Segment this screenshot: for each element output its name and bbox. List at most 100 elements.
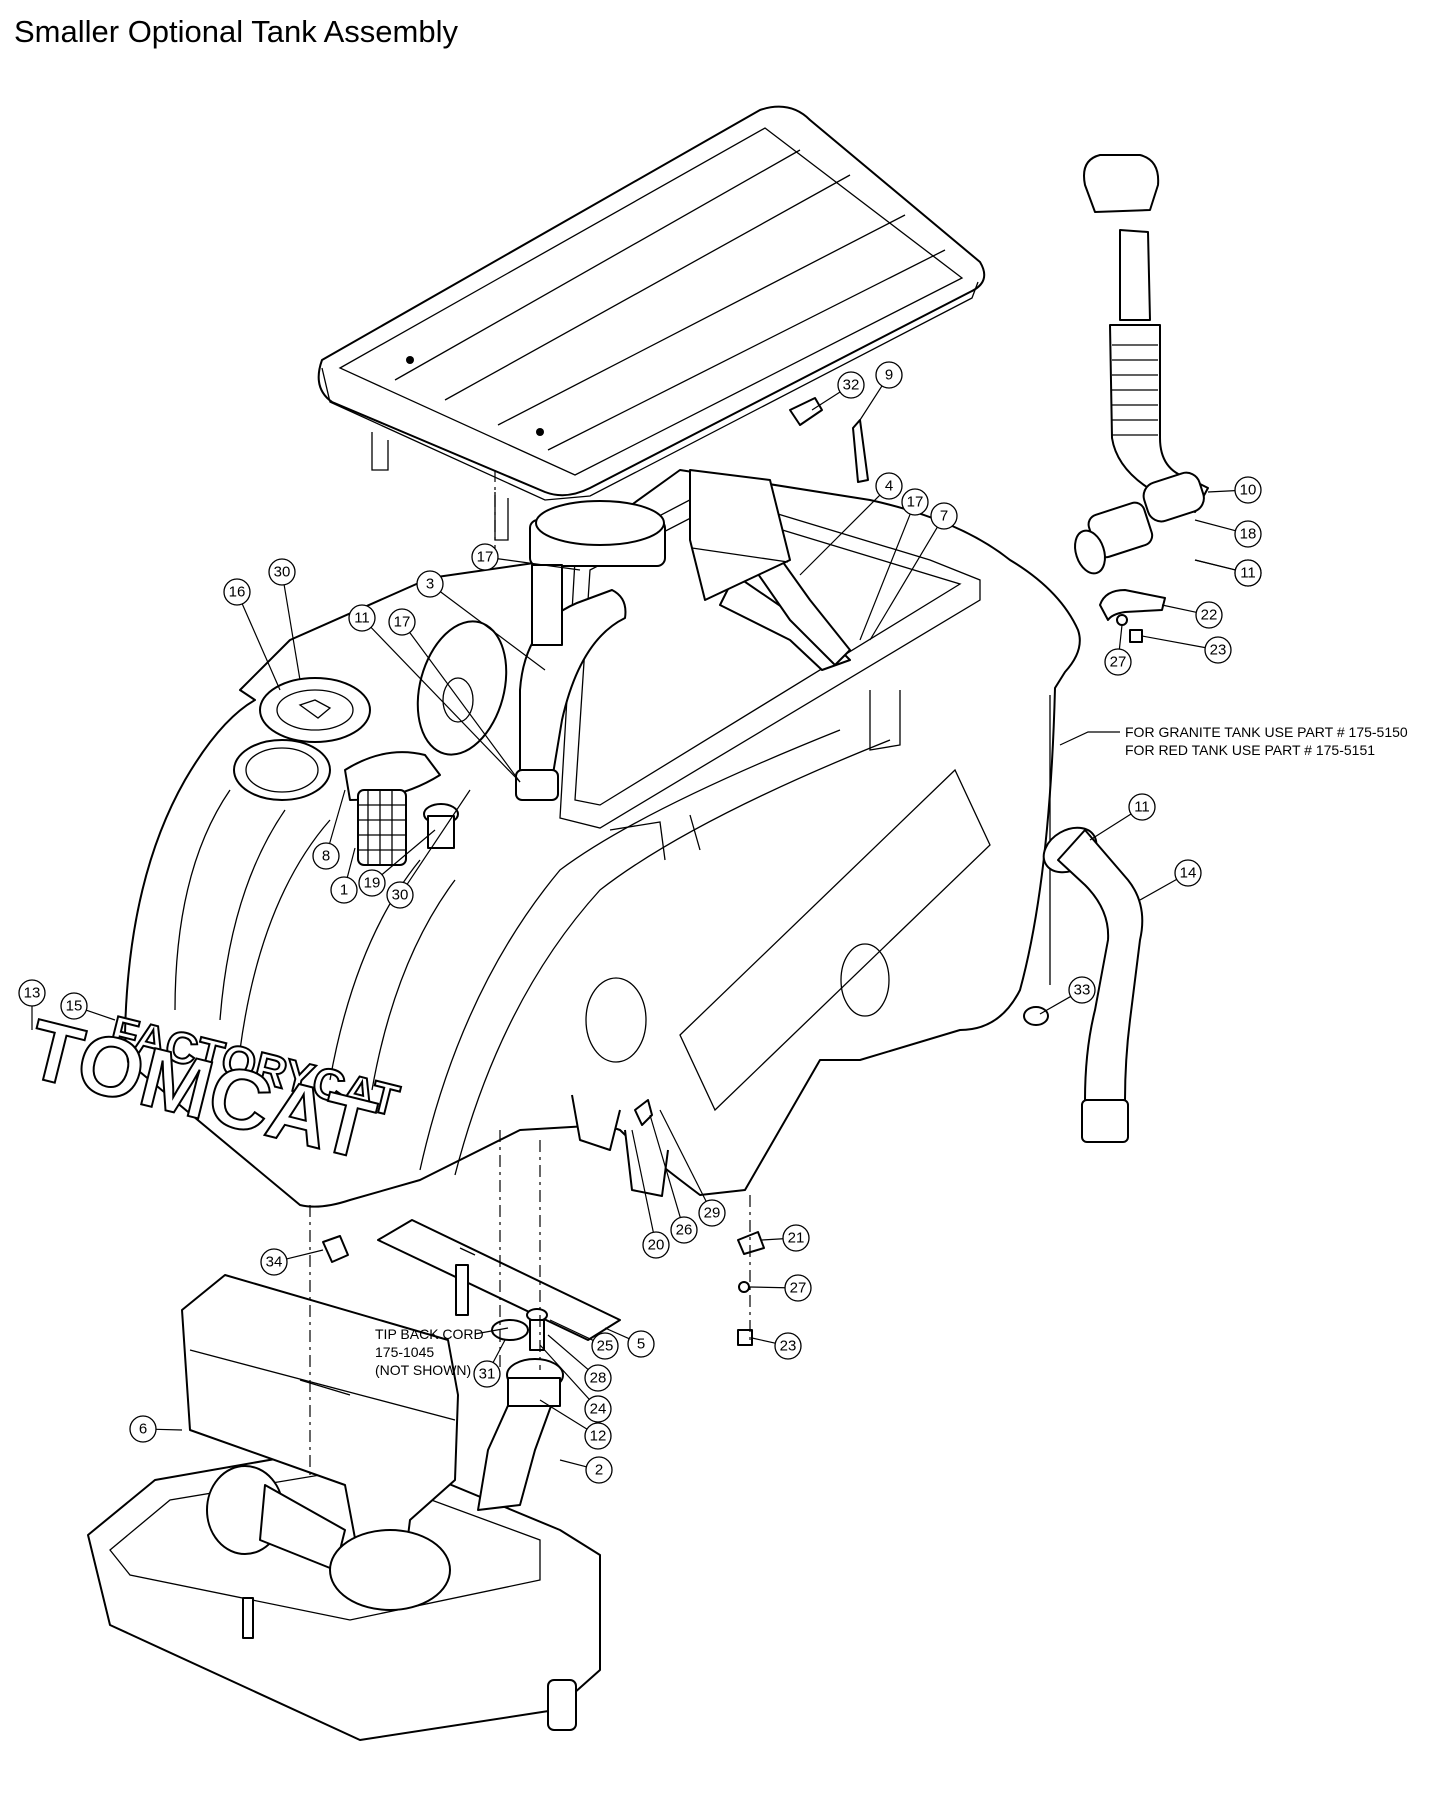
- callout-label: 11: [354, 610, 370, 627]
- callout-20: 20: [631, 1129, 670, 1259]
- callout-13: 13: [18, 979, 46, 1030]
- small-fittings: [322, 397, 869, 1346]
- callout-label: 4: [885, 478, 893, 495]
- callout-27: 27: [749, 1274, 812, 1302]
- drain-hose: [1074, 154, 1209, 575]
- filter-cover: [259, 677, 371, 743]
- callout-5: 5: [604, 1327, 655, 1358]
- note-cord-3: (NOT SHOWN): [375, 1362, 471, 1378]
- callout-2: 2: [559, 1456, 613, 1484]
- callout-label: 2: [595, 1462, 603, 1479]
- callout-label: 29: [704, 1205, 721, 1222]
- motor-base: [87, 1274, 601, 1741]
- hardware-stack: [455, 1264, 548, 1351]
- callout-label: 16: [229, 584, 246, 601]
- page-title: Smaller Optional Tank Assembly: [14, 14, 458, 49]
- callout-label: 10: [1240, 482, 1257, 499]
- notes: FOR GRANITE TANK USE PART # 175-5150 FOR…: [375, 724, 1408, 1378]
- callout-label: 17: [394, 614, 411, 631]
- callout-label: 1: [340, 882, 348, 899]
- note-cord-1: TIP BACK CORD: [375, 1326, 484, 1342]
- callout-8: 8: [312, 789, 346, 870]
- callout-23: 23: [751, 1332, 802, 1360]
- callout-label: 9: [885, 367, 893, 384]
- callout-3: 3: [416, 570, 546, 671]
- callout-4: 4: [799, 472, 903, 576]
- strainer-basket: [344, 751, 459, 866]
- callout-label: 27: [1110, 654, 1127, 671]
- callout-24: 24: [539, 1344, 612, 1423]
- callout-17: 17: [471, 543, 581, 571]
- callout-label: 23: [780, 1338, 797, 1355]
- callout-label: 32: [843, 377, 860, 394]
- callout-label: 25: [597, 1338, 614, 1355]
- callout-label: 14: [1180, 865, 1197, 882]
- callout-label: 28: [590, 1370, 607, 1387]
- callout-9: 9: [859, 361, 903, 421]
- callout-33: 33: [1039, 976, 1096, 1015]
- callout-26: 26: [649, 1114, 698, 1244]
- note-red: FOR RED TANK USE PART # 175-5151: [1125, 742, 1375, 758]
- callout-15: 15: [60, 992, 116, 1021]
- callout-label: 33: [1074, 982, 1091, 999]
- callout-19: 19: [358, 829, 436, 897]
- callout-34: 34: [260, 1248, 324, 1276]
- callout-16: 16: [223, 578, 281, 691]
- callout-29: 29: [659, 1109, 726, 1227]
- callout-label: 34: [266, 1254, 283, 1271]
- callout-11: 11: [1194, 559, 1262, 587]
- callout-label: 26: [676, 1222, 693, 1239]
- note-granite: FOR GRANITE TANK USE PART # 175-5150: [1125, 724, 1408, 740]
- callout-label: 6: [139, 1421, 147, 1438]
- callout-label: 12: [590, 1428, 607, 1445]
- note-cord-2: 175-1045: [375, 1344, 434, 1360]
- callout-11: 11: [1089, 793, 1156, 841]
- callout-label: 30: [392, 887, 409, 904]
- callout-label: 17: [907, 494, 924, 511]
- callout-label: 19: [364, 875, 381, 892]
- callout-32: 32: [811, 371, 865, 411]
- callout-17: 17: [388, 608, 521, 783]
- callout-25: 25: [549, 1319, 619, 1360]
- callout-30: 30: [386, 789, 471, 909]
- callout-11: 11: [348, 604, 521, 783]
- callout-7: 7: [869, 502, 958, 641]
- callout-label: 31: [479, 1366, 496, 1383]
- callout-label: 15: [66, 998, 83, 1015]
- callout-31: 31: [473, 1339, 506, 1388]
- callout-label: 11: [1134, 799, 1150, 816]
- callout-30: 30: [268, 558, 301, 681]
- tank-lid: [317, 105, 986, 541]
- callout-label: 18: [1240, 526, 1257, 543]
- callout-label: 8: [322, 848, 330, 865]
- callout-6: 6: [129, 1415, 183, 1443]
- recovery-hose: [1023, 826, 1144, 1143]
- callout-14: 14: [1139, 859, 1202, 901]
- callout-label: 7: [940, 508, 948, 525]
- callout-27: 27: [1104, 624, 1132, 676]
- callout-label: 23: [1210, 642, 1227, 659]
- callout-label: 20: [648, 1237, 665, 1254]
- callout-balloons: 1234567891011111111121314151617171718192…: [18, 361, 1262, 1484]
- callout-label: 5: [637, 1336, 645, 1353]
- callout-12: 12: [539, 1399, 612, 1450]
- callout-23: 23: [1141, 635, 1232, 664]
- callout-22: 22: [1161, 601, 1223, 629]
- callout-label: 22: [1201, 607, 1218, 624]
- callout-label: 30: [274, 564, 291, 581]
- callout-label: 27: [790, 1280, 807, 1297]
- callout-28: 28: [547, 1334, 612, 1392]
- callout-label: 11: [1240, 565, 1256, 582]
- callout-label: 3: [426, 576, 434, 593]
- callout-1: 1: [330, 847, 358, 904]
- callout-18: 18: [1194, 519, 1262, 548]
- vacuum-dome: [416, 620, 508, 756]
- callout-label: 17: [477, 549, 494, 566]
- callout-17: 17: [859, 488, 929, 641]
- callout-10: 10: [1207, 476, 1262, 504]
- callout-label: 21: [788, 1230, 805, 1247]
- bottom-plate: [377, 1219, 621, 1341]
- internal-hoses: [515, 469, 851, 801]
- hose-clamp: [1099, 589, 1166, 643]
